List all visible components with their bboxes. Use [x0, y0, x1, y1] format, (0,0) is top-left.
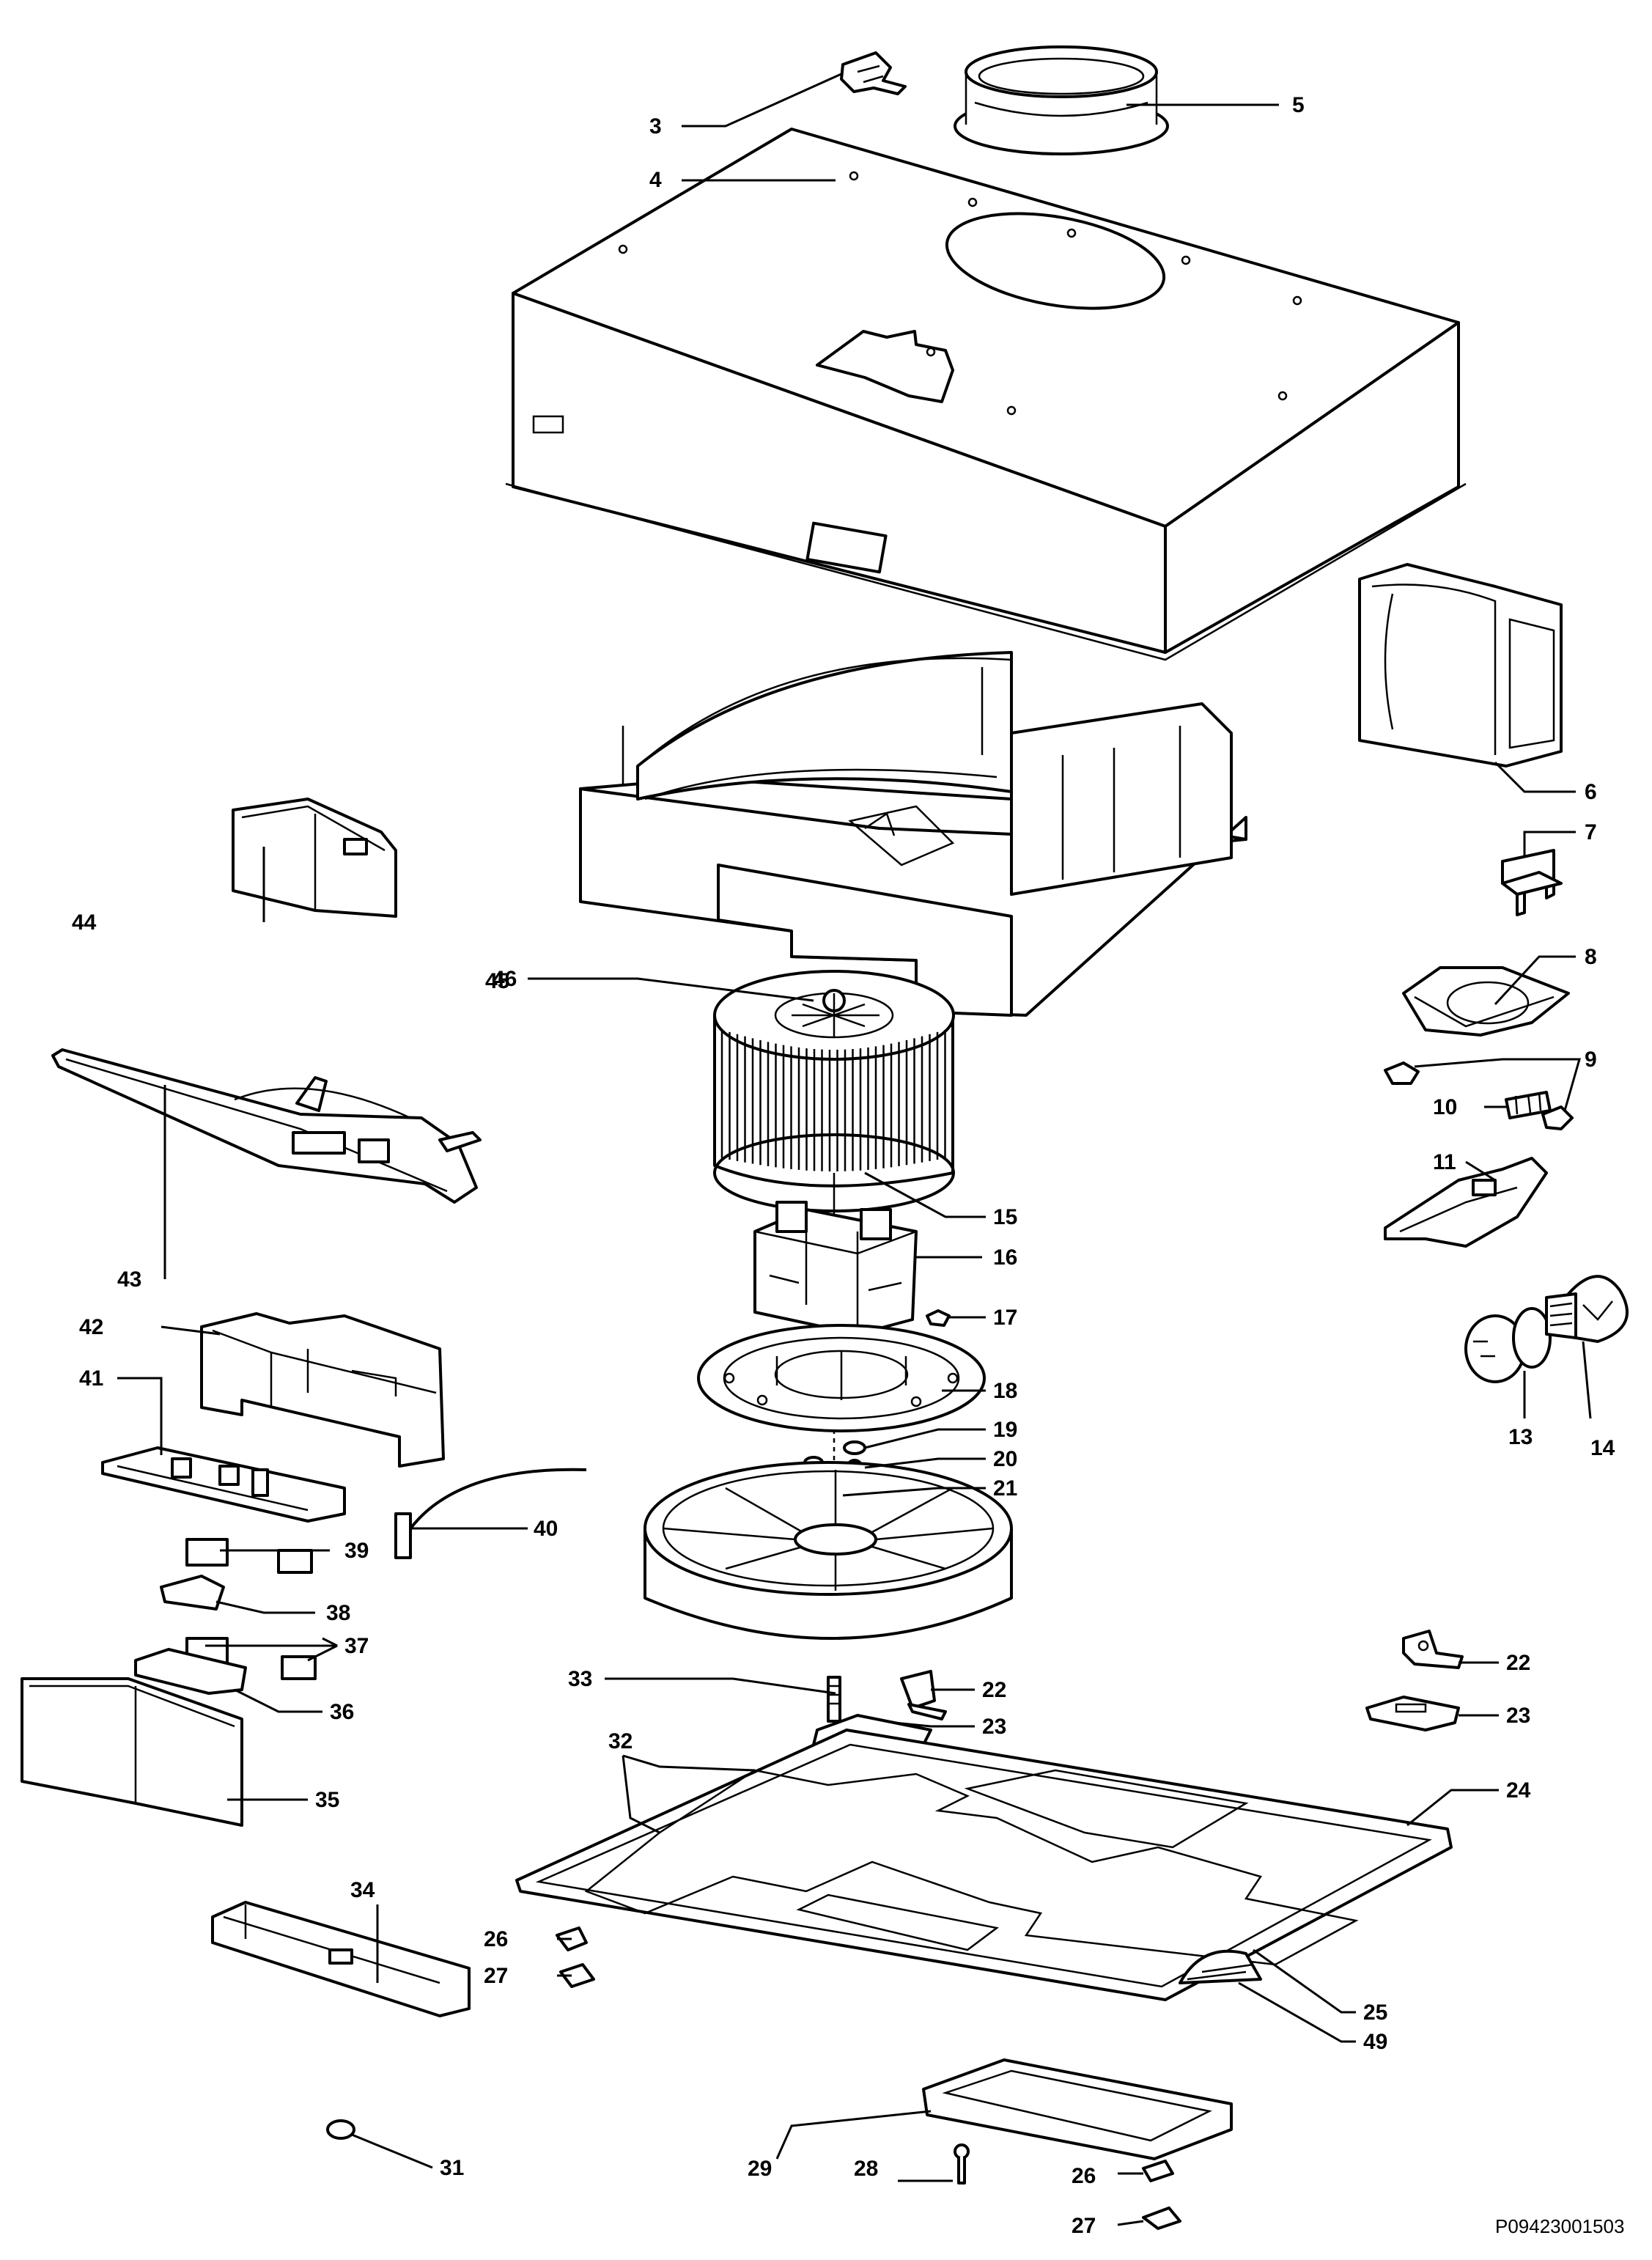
part-23-hinge-b: [1365, 1696, 1460, 1731]
part-22-hinge-b: [1402, 1630, 1464, 1669]
callout-32: 32: [608, 1729, 633, 1753]
callout-23-a: 23: [982, 1715, 1006, 1739]
part-18-motor-mount: [697, 1324, 986, 1432]
callout-25: 25: [1363, 2000, 1387, 2025]
callout-43: 43: [117, 1267, 141, 1292]
callout-38: 38: [326, 1601, 350, 1625]
callout-23-b: 23: [1506, 1704, 1530, 1728]
part-26-clip-b: [1142, 2160, 1174, 2182]
part-11-lamp-holder: [1384, 1157, 1548, 1248]
callout-22-a: 22: [982, 1678, 1006, 1702]
part-27-clip-b: [1142, 2206, 1181, 2230]
part-21-air-guide: [644, 1461, 1013, 1640]
callout-31: 31: [440, 2156, 464, 2180]
callout-27-a: 27: [484, 1964, 508, 1988]
callout-40: 40: [534, 1517, 558, 1541]
callout-35: 35: [315, 1788, 339, 1812]
callout-44: 44: [72, 910, 97, 935]
part-45-blower-housing: [579, 651, 1247, 1017]
callout-37: 37: [344, 1634, 369, 1658]
callout-11: 11: [1433, 1150, 1456, 1174]
part-40-cable: [394, 1468, 587, 1559]
callout-19: 19: [993, 1418, 1017, 1442]
callout-labels: 3 5 4 6 7 44 45 46 8 9 10 43 11 15 16 42…: [72, 93, 1624, 2238]
part-10-lamp-terminal: [1505, 1091, 1552, 1119]
part-35-front-panel: [21, 1677, 243, 1827]
callout-27-b: 27: [1072, 2214, 1096, 2238]
part-17-clip: [926, 1309, 951, 1327]
part-6-side-duct: [1358, 563, 1563, 768]
callout-26-a: 26: [484, 1927, 508, 1951]
callout-41: 41: [79, 1366, 103, 1391]
leader-lines: [117, 72, 1592, 2226]
callout-29: 29: [748, 2157, 772, 2181]
callout-39: 39: [344, 1539, 369, 1563]
part-13-lamp-socket: [1464, 1307, 1552, 1383]
part-7-bracket: [1501, 849, 1563, 916]
part-4-hood-housing: [505, 128, 1467, 661]
part-22-hinge-a: [900, 1670, 947, 1720]
callout-3: 3: [649, 114, 662, 139]
callout-34: 34: [350, 1878, 375, 1902]
callout-5: 5: [1292, 93, 1305, 117]
part-33-spindle: [827, 1676, 841, 1723]
callout-15: 15: [993, 1205, 1017, 1229]
part-14-lamp-bulb: [1545, 1275, 1629, 1343]
callout-16: 16: [993, 1245, 1017, 1270]
part-16-motor: [753, 1173, 918, 1336]
callout-4: 4: [649, 168, 662, 192]
callout-26-b: 26: [1072, 2164, 1096, 2188]
callout-36: 36: [330, 1700, 354, 1724]
part-3-clip: [840, 51, 907, 95]
callout-6: 6: [1585, 780, 1597, 804]
callout-13: 13: [1508, 1425, 1533, 1449]
part-42-control-bracket: [200, 1312, 445, 1468]
callout-49: 49: [1363, 2030, 1387, 2054]
part-43-control-rail: [51, 1048, 482, 1204]
callout-46: 46: [493, 967, 517, 991]
part-8-lamp-housing: [1402, 966, 1570, 1037]
part-38-switch: [160, 1575, 225, 1611]
part-34-control-housing: [211, 1901, 471, 2017]
part-41-control-board: [101, 1446, 346, 1523]
part-31-knob: [326, 2119, 355, 2140]
callout-24: 24: [1506, 1778, 1531, 1803]
part-9-clips: [1384, 1061, 1574, 1130]
callout-42: 42: [79, 1315, 103, 1339]
callout-9: 9: [1585, 1048, 1597, 1072]
part-24-bottom-panel: [515, 1729, 1453, 2001]
callout-20: 20: [993, 1447, 1017, 1471]
part-28-screw: [954, 2143, 970, 2184]
part-29-filter-cassette: [922, 2058, 1233, 2160]
callout-21: 21: [993, 1476, 1017, 1501]
callout-14: 14: [1590, 1436, 1615, 1460]
drawing-code: P09423001503: [1495, 2215, 1624, 2237]
callout-45: 45: [485, 969, 509, 993]
callout-28: 28: [854, 2157, 878, 2181]
part-39-switches: [185, 1538, 313, 1574]
callout-10: 10: [1433, 1095, 1457, 1119]
callout-18: 18: [993, 1379, 1017, 1403]
part-15-fan-wheel: [713, 970, 955, 1212]
callout-17: 17: [993, 1306, 1017, 1330]
part-44-panel: [232, 798, 397, 918]
callout-33: 33: [568, 1667, 592, 1691]
part-5-duct-collar: [954, 45, 1169, 155]
part-36-switch-plate: [134, 1648, 247, 1695]
callout-7: 7: [1585, 820, 1597, 844]
part-27-clip-a: [559, 1963, 595, 1988]
callout-22-b: 22: [1506, 1651, 1530, 1675]
callout-8: 8: [1585, 945, 1597, 969]
